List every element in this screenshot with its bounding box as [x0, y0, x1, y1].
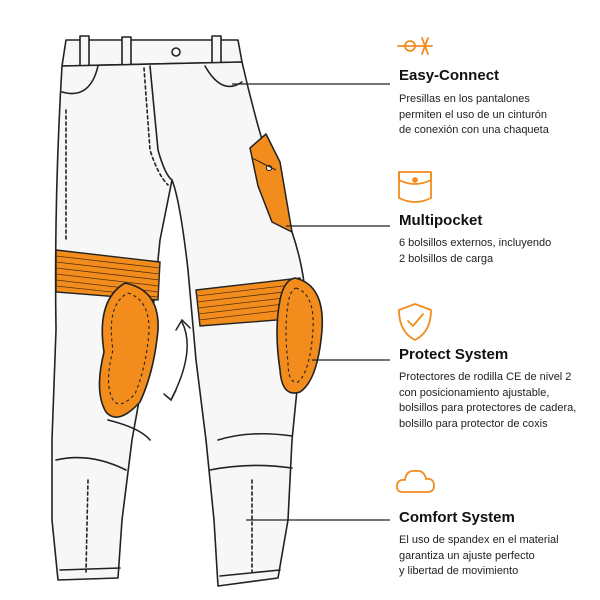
shield-check-icon	[398, 303, 432, 341]
feature-description-comfort-system: El uso de spandex en el material garanti…	[399, 533, 595, 580]
adjust-arrow	[163, 318, 191, 402]
description-line: con posicionamiento ajustable,	[399, 386, 550, 399]
feature-title-multipocket: Multipocket	[399, 212, 483, 229]
clip-connector-icon	[397, 37, 433, 55]
description-line: Presillas en los pantalones	[399, 93, 530, 105]
cargo-pocket	[249, 133, 293, 233]
feature-description-multipocket: 6 bolsillos externos, incluyendo 2 bolsi…	[399, 236, 595, 267]
feature-description-protect-system: Protectores de rodilla CE de nivel 2 con…	[399, 370, 595, 432]
description-line: y libertad de movimiento	[399, 565, 519, 577]
cloud-icon	[395, 470, 435, 493]
feature-title-protect-system: Protect System	[399, 346, 509, 363]
description-line: Protectores de rodilla CE de nivel 2	[399, 371, 572, 383]
description-line: bolsillos para protectores de cadera,	[399, 402, 577, 414]
feature-title-comfort-system: Comfort System	[399, 509, 515, 526]
description-line: garantiza un ajuste perfecto	[399, 549, 535, 562]
pocket-icon	[398, 171, 432, 203]
description-line: 2 bolsillos de carga	[399, 252, 494, 265]
waist-button	[171, 47, 181, 57]
leader-line	[232, 83, 390, 521]
feature-title-easy-connect: Easy-Connect	[399, 67, 500, 84]
feature-description-easy-connect: Presillas en los pantalones permiten el …	[399, 92, 595, 139]
belt-loop	[79, 35, 90, 67]
description-line: de conexión con una chaqueta	[399, 124, 549, 136]
description-line: permiten el uso de un cinturón	[399, 108, 547, 121]
belt-loop	[121, 36, 132, 68]
description-line: 6 bolsillos externos, incluyendo	[399, 237, 552, 249]
description-line: El uso de spandex en el material	[399, 534, 559, 546]
description-line: bolsillo para protector de coxis	[399, 417, 548, 430]
belt-loop	[211, 35, 222, 67]
